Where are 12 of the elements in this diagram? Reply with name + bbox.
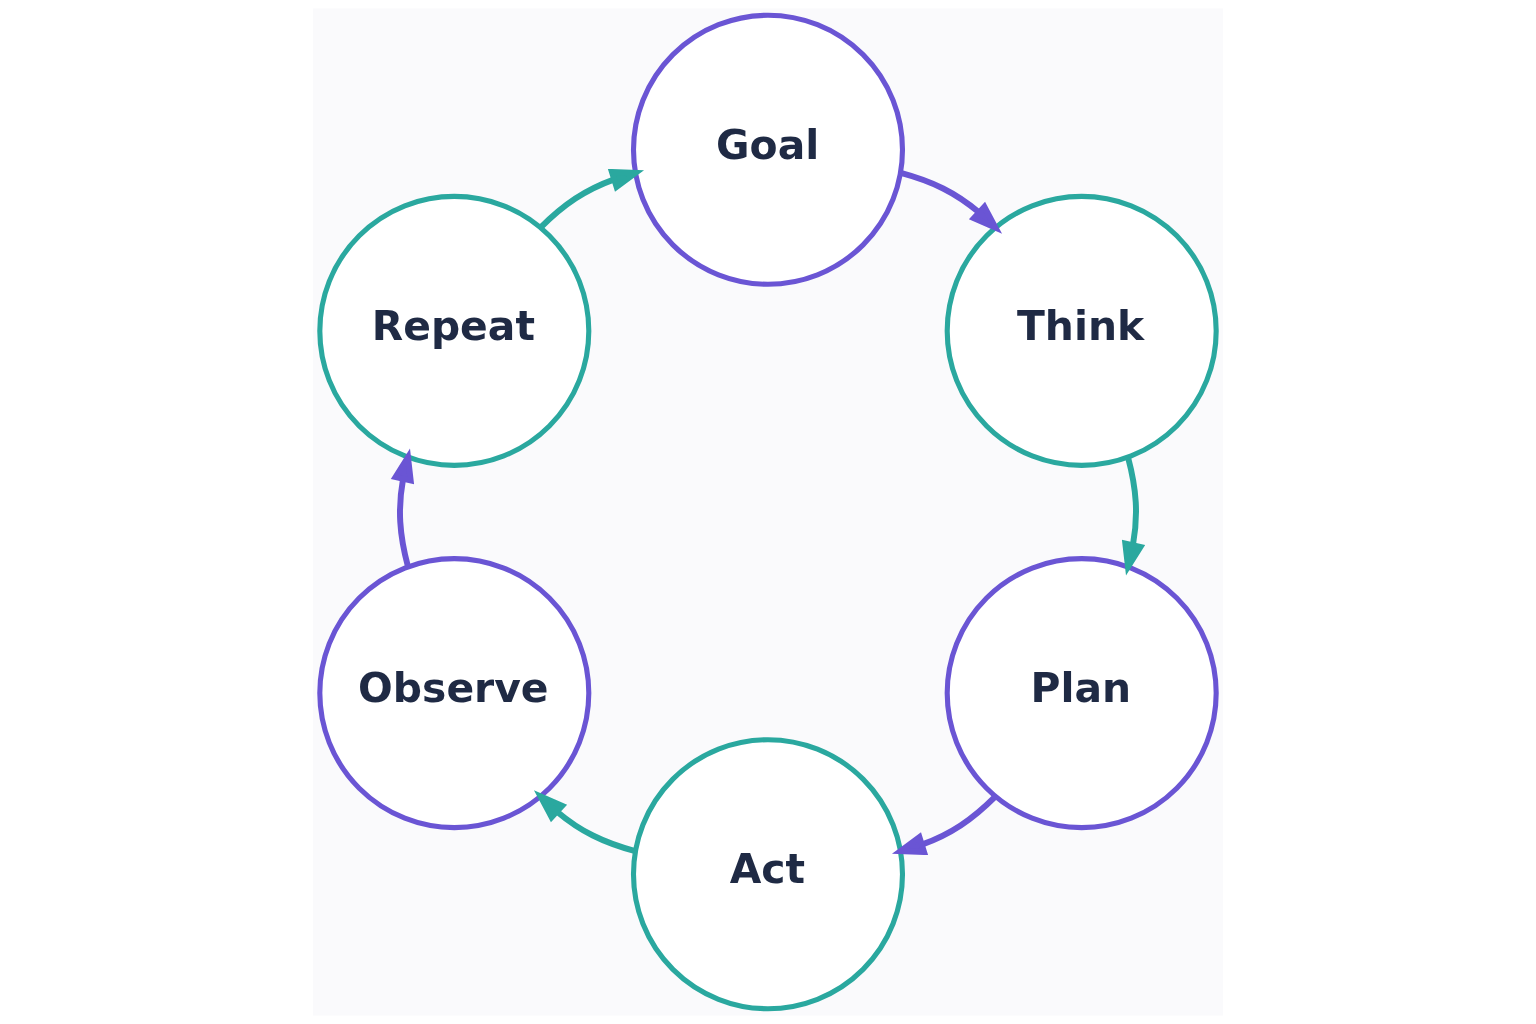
node-circle: Repeat [317,193,592,468]
arrow [390,448,415,568]
arrow [538,168,645,230]
arrow [1121,456,1146,576]
node-circle: Act [630,737,906,1012]
node-circle: Observe [317,556,592,831]
node-circle: Plan [944,556,1219,831]
arrow [900,170,1003,234]
node-circle: Think [944,193,1219,468]
arrow [891,794,998,856]
arrow [533,790,636,854]
node-circle: Goal [630,12,906,287]
